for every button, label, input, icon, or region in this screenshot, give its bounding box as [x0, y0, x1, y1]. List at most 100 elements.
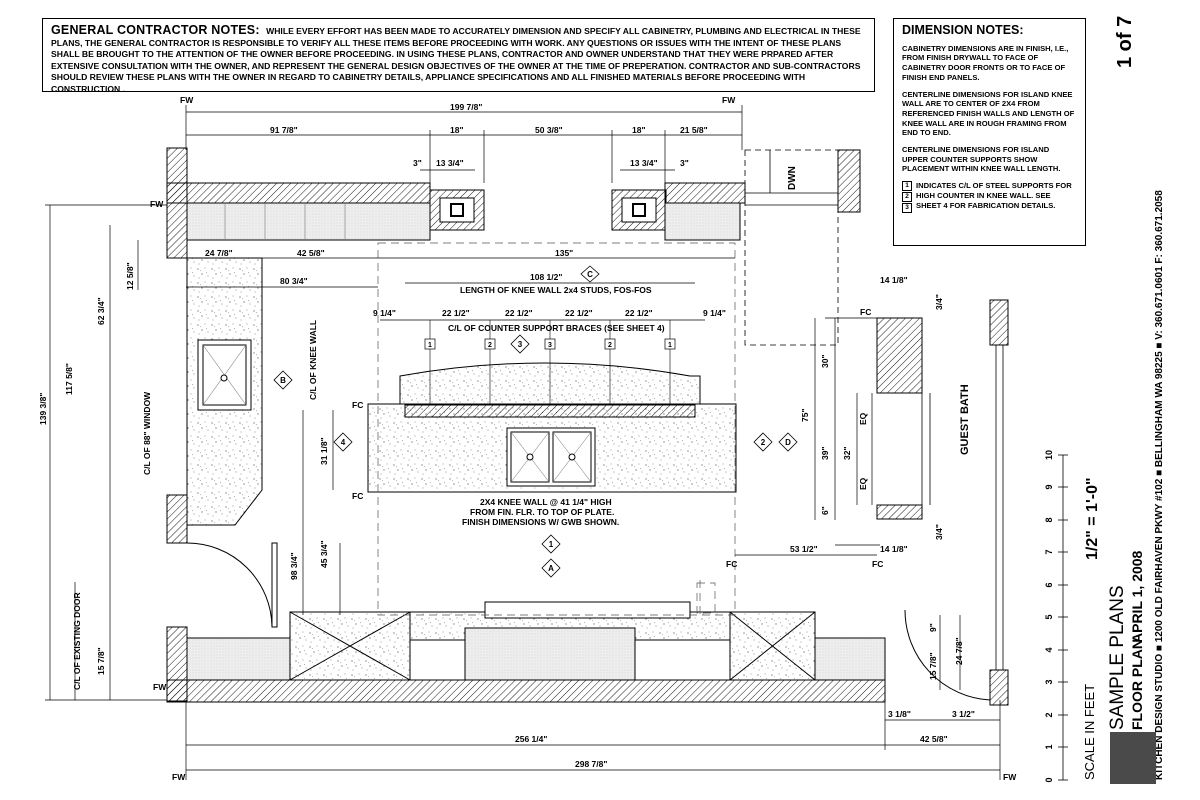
fc-5: FC [352, 491, 363, 501]
dimension-lines [45, 105, 1001, 780]
dimension-note-1: CABINETRY DIMENSIONS ARE IN FINISH, I.E.… [902, 43, 1069, 82]
dim-6: 6" [820, 506, 830, 515]
support-legend: 1 2 3 INDICATES C/L OF STEEL SUPPORTS FO… [902, 181, 1077, 214]
title-block-dark-panel [1110, 732, 1156, 784]
stairs [744, 149, 839, 346]
dim-53: 53 1/2" [790, 544, 818, 554]
left-counter [186, 257, 263, 526]
scale-tick-4: 4 [1044, 647, 1054, 652]
scale-bar [1058, 454, 1068, 781]
dim-9a: 9 1/4" [373, 308, 396, 318]
scale-label: SCALE IN FEET [1082, 684, 1097, 780]
svg-text:1: 1 [428, 342, 432, 349]
legend-number-3: 3 [902, 203, 912, 214]
dim-32: 32" [842, 447, 852, 461]
walls [166, 147, 1009, 706]
bottom-cabinets [186, 601, 886, 681]
svg-text:2: 2 [488, 342, 492, 349]
bath-wall-bottom [876, 504, 923, 520]
dim-22b: 22 1/2" [505, 308, 533, 318]
svg-text:2: 2 [761, 438, 766, 447]
dim-298: 298 7/8" [575, 759, 607, 769]
fw-3: FW [150, 199, 164, 209]
svg-text:2: 2 [608, 342, 612, 349]
dim-199: 199 7/8" [450, 102, 482, 112]
fw-2: FW [722, 95, 736, 105]
bath-outer-wall [989, 299, 1009, 346]
dim-18a: 18" [450, 125, 464, 135]
upper-cabinet-right [664, 202, 741, 241]
studio-line: KITCHEN DESIGN STUDIO ■ 1200 OLD FAIRHAV… [1154, 190, 1165, 780]
left-wall-upper [166, 147, 188, 259]
cl-knee-label: C/L OF KNEE WALL [308, 320, 318, 400]
dim-135: 135" [555, 248, 573, 258]
dim-31a: 31 1/8" [319, 437, 329, 465]
legend-number-1: 1 [902, 181, 912, 192]
fc-3: FC [872, 559, 883, 569]
existing-door [186, 542, 278, 628]
dim-24b: 24 7/8" [954, 637, 964, 665]
dim-91: 91 7/8" [270, 125, 298, 135]
dim-22a: 22 1/2" [442, 308, 470, 318]
dim-98: 98 3/4" [289, 552, 299, 580]
general-notes-body: WHILE EVERY EFFORT HAS BEEN MADE TO ACCU… [51, 26, 861, 94]
scale-tick-3: 3 [1044, 679, 1054, 684]
scale-tick-0: 0 [1044, 777, 1054, 782]
svg-text:3: 3 [518, 340, 523, 349]
scale-tick-9: 9 [1044, 484, 1054, 489]
left-wall-mid [166, 494, 188, 544]
scale-text: 1/2" = 1'-0" [1084, 477, 1101, 560]
dim-34a: 3/4" [934, 294, 944, 310]
marker-a: A [541, 558, 561, 578]
marker-d: D [778, 432, 798, 452]
bath-door [904, 609, 991, 701]
marker-3: 3 [510, 334, 530, 354]
legend-numbers: 1 2 3 [902, 181, 912, 214]
dim-18b: 18" [632, 125, 646, 135]
dim-50: 50 3/8" [535, 125, 563, 135]
bottom-wall [166, 679, 886, 703]
dim-42a: 42 5/8" [297, 248, 325, 258]
dimension-notes: DIMENSION NOTES: CABINETRY DIMENSIONS AR… [893, 18, 1086, 246]
knee-note-1: 2X4 KNEE WALL @ 41 1/4" HIGH [480, 497, 612, 507]
guest-bath-label: GUEST BATH [959, 384, 971, 455]
scale-tick-2: 2 [1044, 712, 1054, 717]
bath-outer-lower [989, 669, 1009, 706]
fw-1: FW [180, 95, 194, 105]
dim-14a: 14 1/8" [880, 275, 908, 285]
cl-door-label: C/L OF EXISTING DOOR [72, 592, 82, 690]
dim-13a: 13 3/4" [436, 158, 464, 168]
cl-window-label: C/L OF 88" WINDOW [142, 391, 152, 475]
scale-tick-6: 6 [1044, 582, 1054, 587]
scale-tick-7: 7 [1044, 549, 1054, 554]
svg-text:1: 1 [668, 342, 672, 349]
upper-cabinet-run [186, 202, 431, 241]
fc-4: FC [352, 400, 363, 410]
svg-text:C: C [587, 270, 593, 279]
dim-22c: 22 1/2" [565, 308, 593, 318]
sheet-title: SAMPLE PLANS [1107, 585, 1128, 730]
support-braces: 1 2 3 2 1 [424, 338, 676, 350]
dimension-notes-heading: DIMENSION NOTES: [902, 23, 1024, 37]
scale-tick-8: 8 [1044, 517, 1054, 522]
dim-9: 9" [928, 623, 938, 632]
upper-cabinets [186, 202, 741, 241]
fw-6: FW [1003, 772, 1017, 782]
dim-9b: 9 1/4" [703, 308, 726, 318]
dim-15b: 15 7/8" [928, 652, 938, 680]
dim-22d: 22 1/2" [625, 308, 653, 318]
top-wall-right [664, 182, 746, 204]
eq-2: EQ [858, 477, 868, 490]
dim-139: 139 3/8" [38, 393, 48, 425]
fw-5: FW [172, 772, 186, 782]
dim-39: 39" [820, 447, 830, 461]
fc-1: FC [860, 307, 871, 317]
marker-1: 1 [541, 534, 561, 554]
knee-note-3: FINISH DIMENSIONS W/ GWB SHOWN. [462, 517, 619, 527]
svg-text:3: 3 [548, 342, 552, 349]
dim-21: 21 5/8" [680, 125, 708, 135]
marker-b: B [273, 370, 293, 390]
braces-label: C/L OF COUNTER SUPPORT BRACES (SEE SHEET… [448, 323, 665, 333]
scale-tick-5: 5 [1044, 614, 1054, 619]
